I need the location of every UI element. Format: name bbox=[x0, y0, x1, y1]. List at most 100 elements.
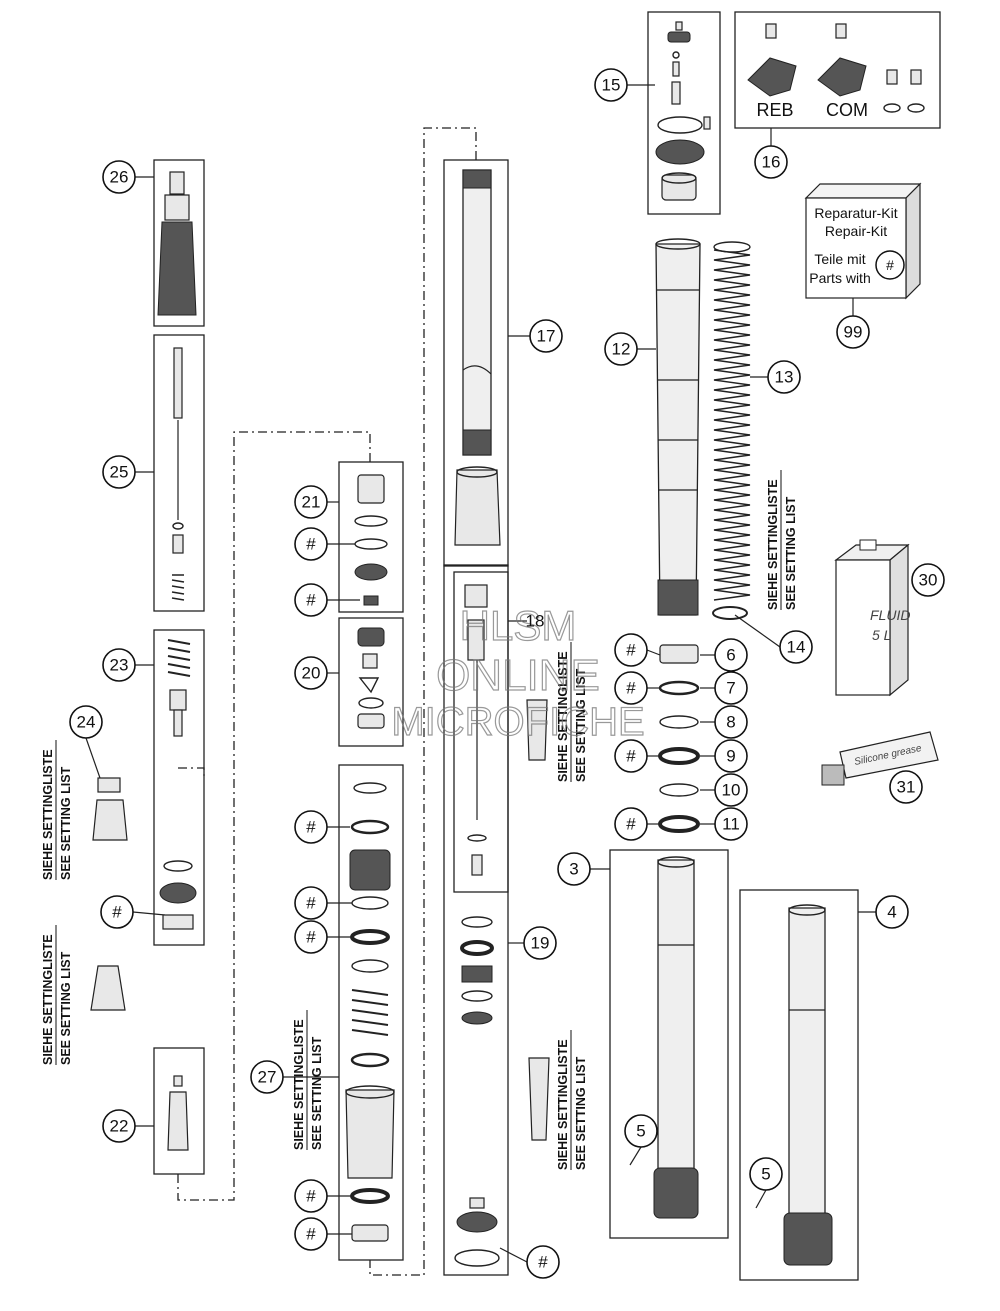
setting-note-s5-en: SEE SETTING LIST bbox=[574, 1056, 588, 1170]
callout-30: 30 bbox=[911, 563, 945, 597]
callout-6-hash-label: # bbox=[626, 641, 636, 660]
callout-27-label: 27 bbox=[258, 1068, 277, 1087]
callout-7-hash-label: # bbox=[626, 679, 636, 698]
callout-19-hash: # bbox=[526, 1245, 560, 1279]
callout-24: 24 bbox=[69, 705, 103, 739]
setting-note-s5-de: SIEHE SETTINGLISTE bbox=[556, 1039, 570, 1170]
callout-27-hash-3-label: # bbox=[306, 928, 316, 947]
callout-31-label: 31 bbox=[897, 778, 916, 797]
callout-5a: 5 bbox=[624, 1114, 658, 1148]
callout-4: 4 bbox=[875, 895, 909, 929]
callout-21-label: 21 bbox=[302, 493, 321, 512]
setting-note-s5: SIEHE SETTINGLISTE SEE SETTING LIST bbox=[556, 1030, 588, 1170]
callout-27-hash-4: # bbox=[294, 1179, 328, 1213]
callout-26: 26 bbox=[102, 160, 136, 194]
callout-25: 25 bbox=[102, 455, 136, 489]
callout-21-hash-2-label: # bbox=[306, 591, 316, 610]
callout-4-label: 4 bbox=[887, 903, 896, 922]
group-frame-25 bbox=[153, 334, 205, 612]
callout-11-hash: # bbox=[614, 807, 648, 841]
callout-26-label: 26 bbox=[110, 168, 129, 187]
part-24-spring-stack bbox=[90, 777, 128, 1011]
part-31-grease-tube: Silicone grease bbox=[821, 731, 939, 786]
group-frame-19 bbox=[443, 564, 509, 1276]
part-25-damper-rod bbox=[171, 347, 185, 601]
callout-6: 6 bbox=[714, 638, 748, 672]
fluid-can-line1: FLUID bbox=[870, 607, 910, 623]
callout-9-label: 9 bbox=[726, 747, 735, 766]
callout-13-label: 13 bbox=[775, 368, 794, 387]
leader-lines bbox=[85, 84, 876, 1263]
callout-8-label: 8 bbox=[726, 713, 735, 732]
setting-note-s2-en: SEE SETTING LIST bbox=[59, 951, 73, 1065]
part-15-adjuster-parts bbox=[655, 21, 711, 201]
watermark-line1: HLSM bbox=[460, 602, 577, 649]
callout-11: 11 bbox=[714, 807, 748, 841]
callout-16: 16 bbox=[754, 145, 788, 179]
setting-note-s3: SIEHE SETTINGLISTE SEE SETTING LIST bbox=[766, 470, 798, 610]
callout-27-hash-3: # bbox=[294, 920, 328, 954]
callout-21: 21 bbox=[294, 485, 328, 519]
callout-27: 27 bbox=[250, 1060, 284, 1094]
group-frame-3 bbox=[609, 849, 729, 1239]
callout-18-label: 18 bbox=[526, 612, 545, 631]
callout-16-label: 16 bbox=[762, 153, 781, 172]
callout-7-hash: # bbox=[614, 671, 648, 705]
callout-27-hash-2: # bbox=[294, 886, 328, 920]
part-18-cartridge-parts bbox=[464, 584, 548, 876]
group-frame-21 bbox=[338, 461, 404, 613]
part-27-damper-stack bbox=[345, 782, 395, 1242]
group-frame-27 bbox=[338, 764, 404, 1261]
callout-9-hash-label: # bbox=[626, 747, 636, 766]
callout-22-label: 22 bbox=[110, 1117, 129, 1136]
group-frame-23 bbox=[153, 629, 205, 946]
callout-19-label: 19 bbox=[531, 934, 550, 953]
part-12-outer-tube bbox=[655, 238, 701, 616]
callout-7: 7 bbox=[714, 671, 748, 705]
setting-note-s3-de: SIEHE SETTINGLISTE bbox=[766, 479, 780, 610]
repair-kit-line3: Teile mit bbox=[814, 251, 865, 267]
callout-6-hash: # bbox=[614, 633, 648, 667]
part-19-valve-stack bbox=[454, 916, 550, 1267]
setting-note-s6-en: SEE SETTING LIST bbox=[310, 1036, 324, 1150]
callout-27-hash-4-label: # bbox=[306, 1187, 316, 1206]
setting-note-s4-de: SIEHE SETTINGLISTE bbox=[556, 651, 570, 782]
callout-21-hash-1-label: # bbox=[306, 535, 316, 554]
group-frame-22 bbox=[153, 1047, 205, 1175]
callout-17-label: 17 bbox=[537, 327, 556, 346]
callout-18: 18 bbox=[526, 612, 545, 631]
watermark: HLSM ONLINE MICROFICHE bbox=[391, 601, 646, 744]
setting-note-s4: SIEHE SETTINGLISTE SEE SETTING LIST bbox=[556, 642, 588, 782]
callout-27-hash-2-label: # bbox=[306, 894, 316, 913]
setting-note-s1-de: SIEHE SETTINGLISTE bbox=[41, 749, 55, 880]
watermark-line2: ONLINE bbox=[436, 651, 600, 700]
callout-19-hash-label: # bbox=[538, 1253, 548, 1272]
callout-3-label: 3 bbox=[569, 860, 578, 879]
setting-note-s1: SIEHE SETTINGLISTE SEE SETTING LIST bbox=[41, 740, 73, 880]
callout-21-hash-2: # bbox=[294, 583, 328, 617]
assembly-path-23 bbox=[178, 767, 205, 780]
callout-8: 8 bbox=[714, 705, 748, 739]
repair-kit-marker: # bbox=[886, 257, 894, 273]
callout-17: 17 bbox=[529, 319, 563, 353]
group-frame-16 bbox=[734, 11, 941, 129]
callout-27-hash-1-label: # bbox=[306, 818, 316, 837]
callout-25-label: 25 bbox=[110, 463, 129, 482]
callout-23: 23 bbox=[102, 648, 136, 682]
part-20-valve-parts bbox=[357, 627, 385, 729]
callout-15-label: 15 bbox=[602, 76, 621, 95]
repair-kit-line4: Parts with bbox=[809, 270, 870, 286]
reb-label: REB bbox=[756, 100, 793, 120]
callout-99-label: 99 bbox=[844, 323, 863, 342]
repair-kit-line2: Repair-Kit bbox=[825, 223, 887, 239]
callout-9-hash: # bbox=[614, 739, 648, 773]
callout-30-label: 30 bbox=[919, 571, 938, 590]
callout-12-label: 12 bbox=[612, 340, 631, 359]
callout-27-hash-5: # bbox=[294, 1217, 328, 1251]
fluid-can-line2: 5 L bbox=[872, 627, 891, 643]
setting-note-s3-en: SEE SETTING LIST bbox=[784, 496, 798, 610]
assembly-path-right bbox=[369, 127, 477, 1276]
callout-6-label: 6 bbox=[726, 646, 735, 665]
part-22-valve-body bbox=[167, 1075, 189, 1151]
